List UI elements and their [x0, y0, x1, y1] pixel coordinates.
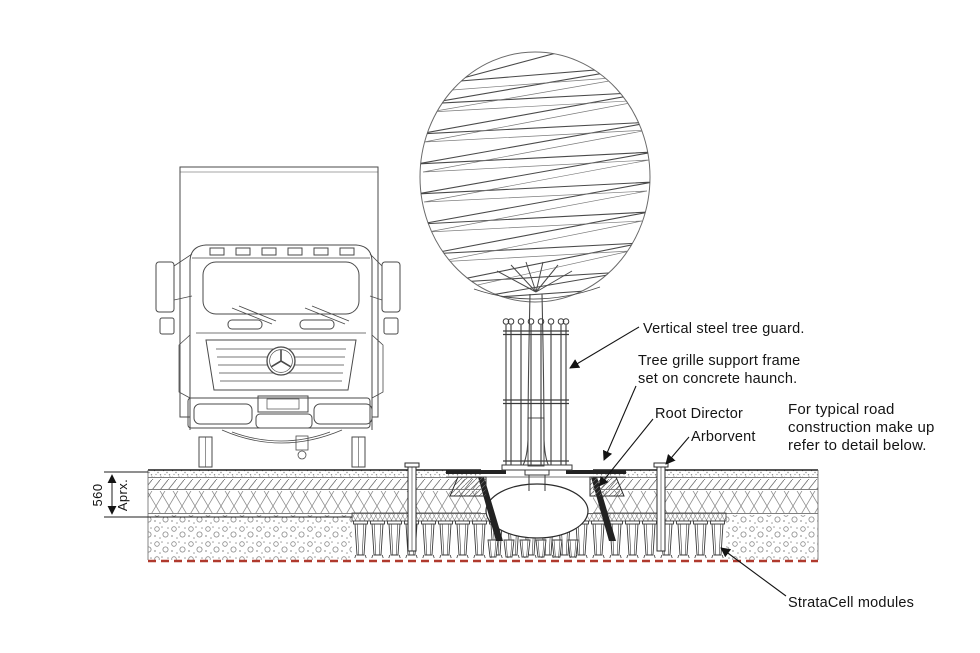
arborvent-tubes [404, 462, 669, 552]
truck-bumper [187, 395, 373, 429]
dimension-suffix: Aprx. [115, 478, 130, 512]
note-road-construction-line2: construction make up [788, 419, 935, 436]
truck-underside [221, 429, 343, 460]
truck-windshield [202, 261, 360, 315]
leader-root-director [598, 418, 654, 487]
tree-branch-fan [473, 261, 601, 300]
tree-guard-base [501, 464, 573, 471]
tree-guard-bars [505, 325, 567, 466]
tree-drawing [419, 51, 651, 471]
label-tree-guard: Vertical steel tree guard. [643, 321, 805, 337]
truck-mirrors [155, 253, 401, 335]
tree-trunk [519, 293, 552, 471]
note-road-construction-line3: refer to detail below. [788, 437, 927, 454]
note-road-construction-line1: For typical road [788, 401, 895, 418]
tree-guard-drawing [501, 318, 573, 471]
truck-marker-lights [209, 247, 355, 256]
root-ball [485, 483, 589, 539]
label-root-director: Root Director [655, 406, 744, 422]
label-arborvent: Arborvent [691, 429, 756, 445]
label-stratacell: StrataCell modules [788, 595, 915, 611]
truck-wheels [198, 436, 366, 468]
tree-guard-rails [503, 330, 569, 462]
tree-grille [446, 470, 626, 478]
dimension-560 [104, 471, 352, 518]
mercedes-star-icon [266, 346, 296, 376]
leader-lines [569, 326, 787, 597]
label-grille-line2: set on concrete haunch. [638, 371, 798, 387]
truck-drawing [155, 166, 401, 468]
truck-wipers [231, 305, 350, 325]
dimension-value: 560 [90, 483, 105, 507]
truck-fenders [178, 334, 384, 399]
label-grille-line1: Tree grille support frame [638, 353, 801, 369]
tree-canopy-outline [419, 51, 651, 303]
leader-tree-guard [569, 326, 640, 369]
leader-arborvent [665, 436, 690, 465]
tree-guard-finials [502, 318, 570, 325]
tree-canopy-scribble [420, 52, 650, 300]
trunk-base-column [527, 417, 545, 467]
leader-tree-grille [602, 385, 637, 461]
leader-stratacell [720, 547, 787, 597]
truck-cab [189, 244, 373, 430]
